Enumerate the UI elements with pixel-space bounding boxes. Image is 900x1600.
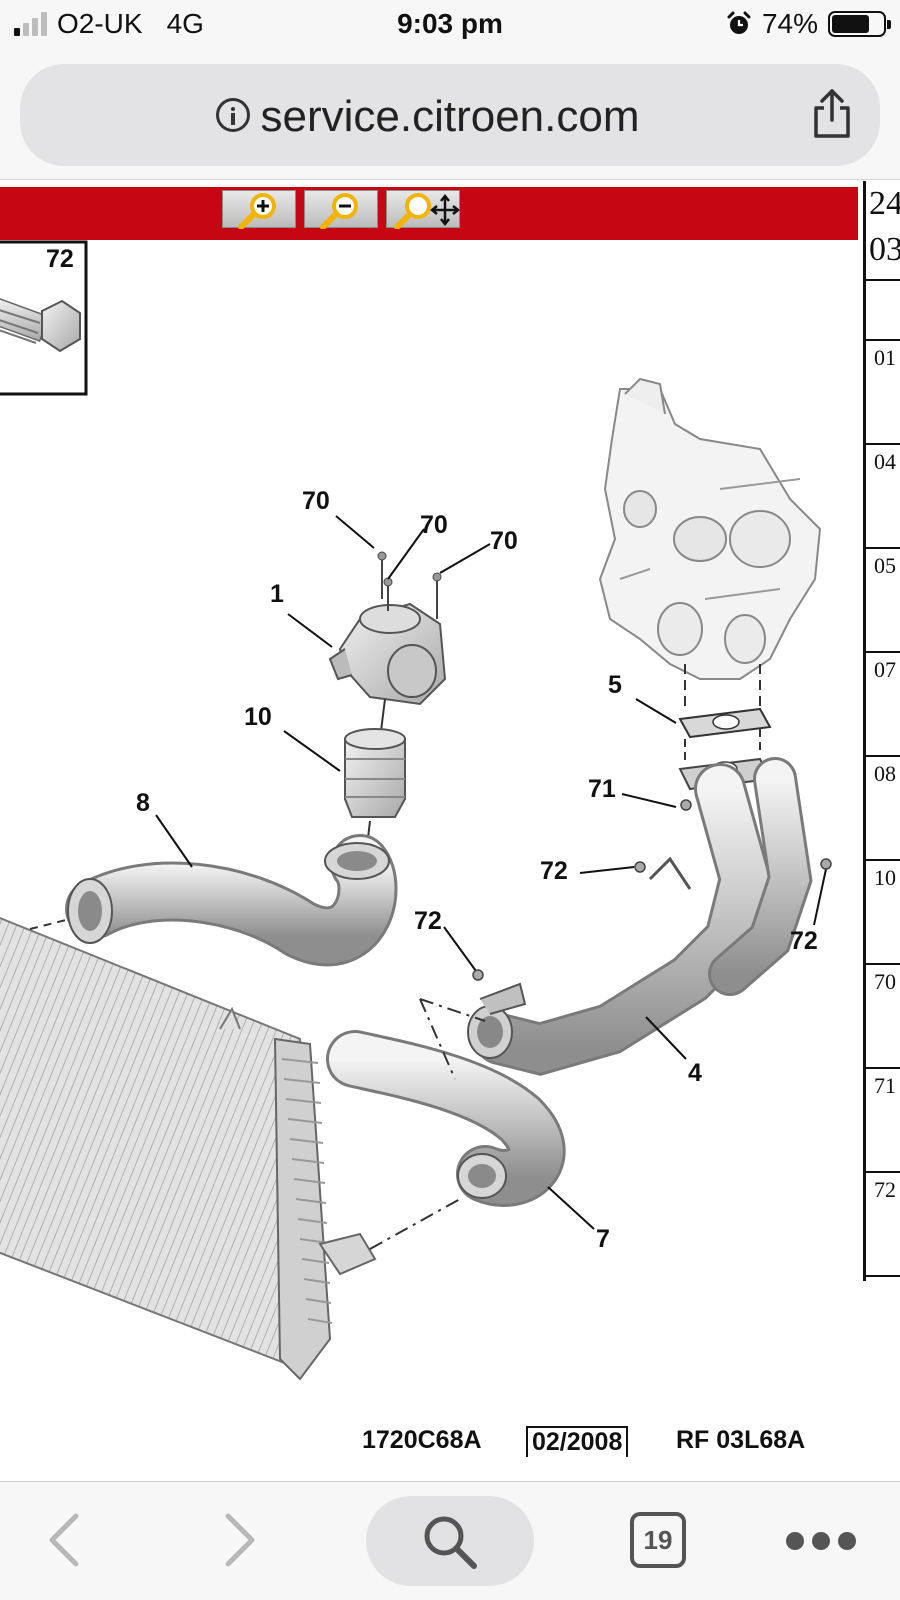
intercooler <box>0 916 377 1381</box>
callout-label[interactable]: 10 <box>244 703 272 731</box>
browser-toolbar: 19 <box>0 1481 900 1600</box>
info-icon[interactable] <box>216 98 250 132</box>
table-row[interactable]: 04 <box>866 445 900 549</box>
alarm-icon <box>727 11 751 34</box>
diagram-date: 02/2008 <box>526 1426 629 1457</box>
network-type: 4G <box>166 8 204 39</box>
throttle-body <box>328 551 447 740</box>
web-content: 24 03 01 04 05 07 08 10 70 71 72 <box>0 181 900 1481</box>
zoom-toolbar <box>0 187 858 240</box>
clock: 9:03 pm <box>397 8 503 39</box>
status-left: O2-UK 4G <box>14 8 204 40</box>
callout-label[interactable]: 7 <box>596 1225 610 1253</box>
pan-icon <box>394 193 461 229</box>
header-line: 03 <box>869 231 900 268</box>
small-bolts <box>472 799 832 981</box>
signal-icon <box>14 12 47 36</box>
search-icon <box>424 1516 477 1569</box>
callout-label[interactable]: 71 <box>588 775 616 803</box>
diagram-ref-code: 1720C68A <box>362 1426 482 1454</box>
callout-label[interactable]: 72 <box>414 907 442 935</box>
table-row[interactable]: 05 <box>866 549 900 653</box>
carrier-name: O2-UK <box>57 8 143 39</box>
share-icon[interactable] <box>810 88 854 140</box>
diagram-rf-code: RF 03L68A <box>676 1426 806 1454</box>
intercooler-hose-lower <box>326 998 566 1250</box>
status-bar: O2-UK 4G 9:03 pm 74% <box>0 0 900 52</box>
callout-label[interactable]: 5 <box>608 671 622 699</box>
callout-label[interactable]: 70 <box>420 511 448 539</box>
back-arrow-icon[interactable] <box>44 1510 84 1570</box>
zoom-out-button[interactable] <box>304 190 378 229</box>
intercooler-hose-upper <box>65 834 398 967</box>
callout-label[interactable]: 8 <box>136 789 150 817</box>
url-text[interactable]: service.citroen.com <box>260 92 640 141</box>
address-bar[interactable]: service.citroen.com <box>20 64 880 166</box>
zoom-in-button[interactable] <box>222 190 296 229</box>
callout-label[interactable]: 70 <box>490 527 518 555</box>
callout-label[interactable]: 70 <box>302 487 330 515</box>
table-row[interactable]: 71 <box>866 1069 900 1173</box>
battery-fill <box>832 15 869 33</box>
table-divider <box>866 339 900 341</box>
callout-label[interactable]: 72 <box>790 927 818 955</box>
bolt-inset: 72 <box>0 240 88 396</box>
table-row[interactable]: 01 <box>866 341 900 445</box>
status-right: 74% <box>726 8 891 40</box>
turbocharger <box>598 377 822 709</box>
table-row[interactable]: 72 <box>866 1173 900 1277</box>
forward-arrow-icon[interactable] <box>220 1510 260 1570</box>
table-row[interactable]: 08 <box>866 757 900 861</box>
parts-diagram[interactable]: 72 <box>0 239 860 1479</box>
inset-label: 72 <box>46 245 74 273</box>
zoom-in-icon <box>238 193 276 229</box>
table-row[interactable]: 07 <box>866 653 900 757</box>
callout-label[interactable]: 4 <box>688 1059 702 1087</box>
header-line: 24 <box>869 185 900 222</box>
tabs-button[interactable]: 19 <box>630 1512 686 1568</box>
table-row[interactable]: 70 <box>866 965 900 1069</box>
callout-label[interactable]: 1 <box>270 580 284 608</box>
battery-icon <box>828 11 891 37</box>
callout-label[interactable]: 72 <box>540 857 568 885</box>
turbo-outlet-pipe <box>467 757 813 1076</box>
leader-lines <box>155 515 827 1230</box>
table-row[interactable]: 10 <box>866 861 900 965</box>
battery-percent: 74% <box>761 8 818 39</box>
zoom-out-icon <box>320 193 358 229</box>
search-button[interactable] <box>366 1496 534 1586</box>
parts-table-header: 24 03 <box>866 181 900 281</box>
address-bar-area: service.citroen.com <box>0 52 900 180</box>
more-options-icon[interactable] <box>786 1526 856 1556</box>
parts-table: 24 03 01 04 05 07 08 10 70 71 72 <box>863 181 900 1281</box>
pan-button[interactable] <box>386 190 461 229</box>
